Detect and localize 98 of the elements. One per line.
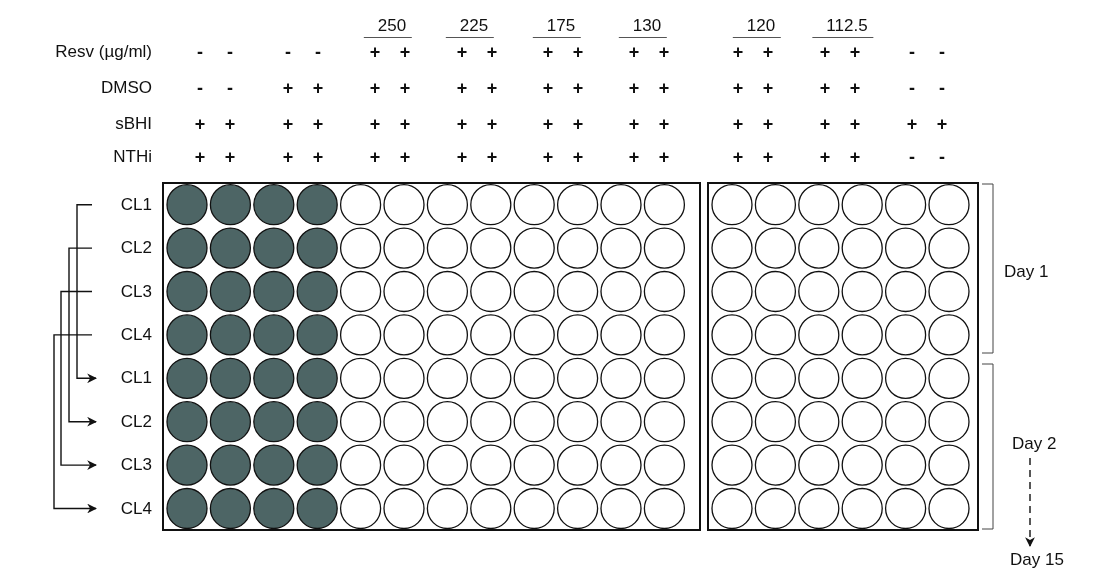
cell-line-label: CL1 bbox=[100, 366, 152, 391]
condition-sign: + bbox=[906, 113, 918, 135]
cell-line-label: CL4 bbox=[100, 322, 152, 347]
condition-sign: + bbox=[369, 113, 381, 135]
condition-sign: + bbox=[282, 146, 294, 168]
condition-sign: + bbox=[312, 113, 324, 135]
condition-sign: + bbox=[486, 146, 498, 168]
condition-sign: + bbox=[369, 146, 381, 168]
condition-sign: + bbox=[456, 41, 468, 63]
cell-line-label: CL1 bbox=[100, 192, 152, 217]
condition-sign: + bbox=[849, 146, 861, 168]
condition-sign: + bbox=[762, 77, 774, 99]
condition-sign: - bbox=[909, 41, 915, 63]
day-label: Day 1 bbox=[1004, 260, 1058, 284]
condition-sign: + bbox=[282, 113, 294, 135]
condition-sign: - bbox=[909, 77, 915, 99]
condition-sign: + bbox=[819, 113, 831, 135]
condition-sign: + bbox=[732, 113, 744, 135]
condition-sign: - bbox=[197, 77, 203, 99]
arrow bbox=[53, 334, 97, 514]
condition-sign: + bbox=[819, 41, 831, 63]
condition-sign: + bbox=[456, 77, 468, 99]
day-label: Day 2 bbox=[1012, 432, 1068, 456]
condition-sign: - bbox=[227, 77, 233, 99]
condition-sign: + bbox=[282, 77, 294, 99]
condition-sign: + bbox=[572, 146, 584, 168]
condition-sign: + bbox=[849, 41, 861, 63]
condition-sign: + bbox=[762, 113, 774, 135]
condition-sign: + bbox=[486, 77, 498, 99]
arrow bbox=[68, 247, 97, 427]
condition-sign: - bbox=[285, 41, 291, 63]
condition-sign: + bbox=[628, 41, 640, 63]
condition-sign: - bbox=[227, 41, 233, 63]
condition-sign: - bbox=[315, 41, 321, 63]
cell-line-label: CL3 bbox=[100, 279, 152, 304]
arrow bbox=[1025, 457, 1035, 547]
condition-sign: + bbox=[762, 146, 774, 168]
condition-sign: + bbox=[542, 146, 554, 168]
row-label: sBHI bbox=[115, 114, 152, 134]
condition-sign: + bbox=[819, 77, 831, 99]
day-label: Day 15 bbox=[1010, 548, 1078, 572]
condition-sign: + bbox=[224, 113, 236, 135]
row-label: DMSO bbox=[101, 78, 152, 98]
arrow bbox=[60, 290, 97, 470]
condition-sign: - bbox=[909, 146, 915, 168]
condition-sign: + bbox=[849, 77, 861, 99]
condition-sign: + bbox=[628, 77, 640, 99]
row-label: NTHi bbox=[113, 147, 152, 167]
condition-sign: + bbox=[572, 113, 584, 135]
condition-sign: + bbox=[194, 146, 206, 168]
condition-sign: - bbox=[197, 41, 203, 63]
condition-sign: + bbox=[369, 77, 381, 99]
condition-sign: + bbox=[936, 113, 948, 135]
cell-line-label: CL4 bbox=[100, 496, 152, 521]
condition-sign: - bbox=[939, 41, 945, 63]
condition-sign: + bbox=[732, 77, 744, 99]
condition-sign: + bbox=[399, 146, 411, 168]
row-label: Resv (µg/ml) bbox=[55, 42, 152, 62]
condition-sign: + bbox=[658, 77, 670, 99]
condition-sign: - bbox=[939, 146, 945, 168]
condition-sign: + bbox=[849, 113, 861, 135]
condition-sign: + bbox=[658, 146, 670, 168]
condition-sign: + bbox=[312, 77, 324, 99]
cell-line-label: CL2 bbox=[100, 409, 152, 434]
condition-sign: + bbox=[572, 41, 584, 63]
condition-sign: - bbox=[939, 77, 945, 99]
condition-sign: + bbox=[572, 77, 584, 99]
concentration-label: 120 bbox=[732, 16, 782, 38]
concentration-label: 112.5 bbox=[812, 16, 874, 38]
condition-sign: + bbox=[732, 41, 744, 63]
cell-line-label: CL3 bbox=[100, 453, 152, 478]
condition-sign: + bbox=[312, 146, 324, 168]
concentration-label: 250 bbox=[363, 16, 413, 38]
cell-line-label: CL2 bbox=[100, 236, 152, 261]
concentration-label: 130 bbox=[618, 16, 668, 38]
condition-sign: + bbox=[369, 41, 381, 63]
condition-sign: + bbox=[399, 41, 411, 63]
condition-sign: + bbox=[399, 113, 411, 135]
condition-sign: + bbox=[542, 77, 554, 99]
condition-sign: + bbox=[399, 77, 411, 99]
concentration-label: 225 bbox=[445, 16, 495, 38]
condition-sign: + bbox=[732, 146, 744, 168]
condition-sign: + bbox=[456, 146, 468, 168]
condition-sign: + bbox=[658, 41, 670, 63]
condition-sign: + bbox=[819, 146, 831, 168]
condition-sign: + bbox=[628, 146, 640, 168]
condition-sign: + bbox=[224, 146, 236, 168]
condition-sign: + bbox=[658, 113, 670, 135]
condition-sign: + bbox=[456, 113, 468, 135]
condition-sign: + bbox=[542, 41, 554, 63]
concentration-label: 175 bbox=[532, 16, 582, 38]
condition-sign: + bbox=[486, 113, 498, 135]
condition-sign: + bbox=[486, 41, 498, 63]
condition-sign: + bbox=[194, 113, 206, 135]
condition-sign: + bbox=[542, 113, 554, 135]
arrow bbox=[76, 204, 97, 384]
condition-sign: + bbox=[628, 113, 640, 135]
condition-sign: + bbox=[762, 41, 774, 63]
